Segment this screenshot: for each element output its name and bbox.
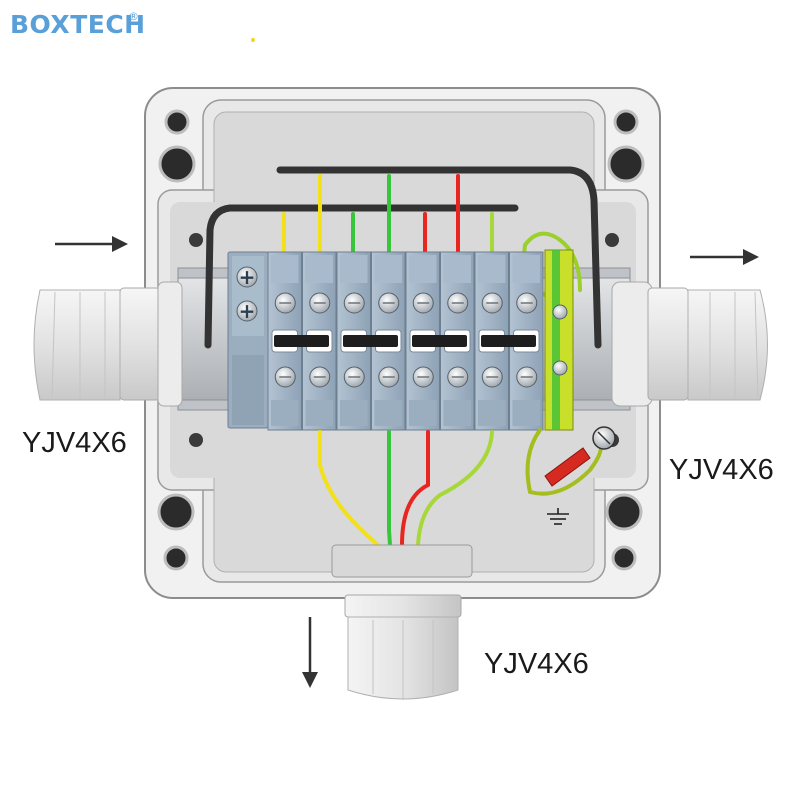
terminal-bottom-entry	[512, 400, 540, 426]
screw-hole	[607, 145, 645, 183]
brand-text: BOXTECH	[10, 10, 146, 39]
gland-bottom-nut	[344, 594, 462, 618]
mount-hole	[164, 109, 190, 135]
gland-left-seal	[157, 281, 183, 407]
mount-hole	[163, 545, 189, 571]
ring-terminal-red	[544, 447, 591, 487]
cable-label-left: YJV4X6	[22, 427, 127, 459]
wire-red-out	[400, 430, 430, 547]
ground-icon	[547, 508, 569, 525]
inner-hole	[189, 233, 203, 247]
ground-terminal-stripe	[552, 250, 560, 430]
terminal-bottom-entry	[271, 400, 299, 426]
terminal-jumper-bar	[274, 335, 329, 347]
cable-gland-left	[33, 281, 183, 407]
terminal-top-entry	[512, 255, 540, 283]
gland-left-rib	[51, 291, 56, 399]
bottom-wires	[318, 428, 604, 547]
gland-right-nut	[647, 287, 689, 401]
terminal-bottom-entry	[443, 400, 471, 426]
terminal-top-entry	[340, 255, 368, 283]
screw-hole	[605, 493, 643, 531]
end-plate-lower	[232, 355, 264, 425]
terminal-top-entry	[409, 255, 437, 283]
end-plate-screw-icon	[236, 266, 258, 288]
end-plate-screw-icon	[236, 300, 258, 322]
terminal-top-entry	[305, 255, 333, 283]
mount-hole	[611, 545, 637, 571]
cable-gland-bottom	[331, 544, 473, 700]
cable-gland-right	[611, 281, 768, 407]
arrow-right-icon	[690, 249, 759, 265]
gland-right-seal	[611, 281, 653, 407]
mount-hole	[613, 109, 639, 135]
gland-bottom-seal	[331, 544, 473, 578]
cable-label-bottom: YJV4X6	[484, 648, 589, 680]
screw-hole	[158, 145, 196, 183]
earth-bolt-slot	[597, 431, 611, 445]
black-wire-inner	[204, 204, 519, 349]
wire-yellow-out	[318, 430, 380, 547]
terminal-top-entry	[271, 255, 299, 283]
terminal-bottom-entry	[478, 400, 506, 426]
ground-screw-icon	[552, 360, 568, 376]
black-wires	[204, 166, 602, 349]
terminal-bottom-entry	[409, 400, 437, 426]
arrow-down-icon	[302, 617, 318, 688]
terminal-group	[267, 251, 544, 431]
wire-green-out	[387, 430, 392, 547]
inner-hole	[605, 233, 619, 247]
decorative-dot	[251, 38, 255, 42]
inner-hole	[189, 433, 203, 447]
earth-wire-out	[525, 428, 604, 496]
terminal-bottom-entry	[374, 400, 402, 426]
black-wire-outer	[276, 166, 602, 349]
terminal-jumper-bar	[412, 335, 467, 347]
terminal-bottom-entry	[340, 400, 368, 426]
gland-right-rib	[754, 291, 759, 399]
cable-label-right: YJV4X6	[669, 454, 774, 486]
end-plate-plus-symbol: +	[239, 299, 256, 323]
registered-mark: ®	[128, 10, 139, 23]
terminal-top-entry	[478, 255, 506, 283]
terminal-bottom-entry	[305, 400, 333, 426]
ground-terminal	[544, 249, 574, 431]
terminal-top-entry	[374, 255, 402, 283]
wire-yellow-green-out	[416, 430, 494, 547]
gland-left-nut	[119, 287, 161, 401]
arrow-right-icon	[55, 236, 128, 252]
ground-screw-icon	[552, 304, 568, 320]
end-plate-plus-symbol: +	[239, 265, 256, 289]
terminal-top-entry	[443, 255, 471, 283]
gland-right-cap	[687, 289, 768, 401]
terminal-jumper-bar	[481, 335, 536, 347]
mounting-holes	[157, 109, 645, 571]
ground-connection	[544, 426, 616, 525]
gland-left-cap	[33, 289, 121, 401]
brand-logo: BOXTECH ®	[10, 10, 146, 39]
terminal-jumper-bar	[343, 335, 398, 347]
terminal-block: + +	[227, 249, 574, 431]
screw-hole	[157, 493, 195, 531]
